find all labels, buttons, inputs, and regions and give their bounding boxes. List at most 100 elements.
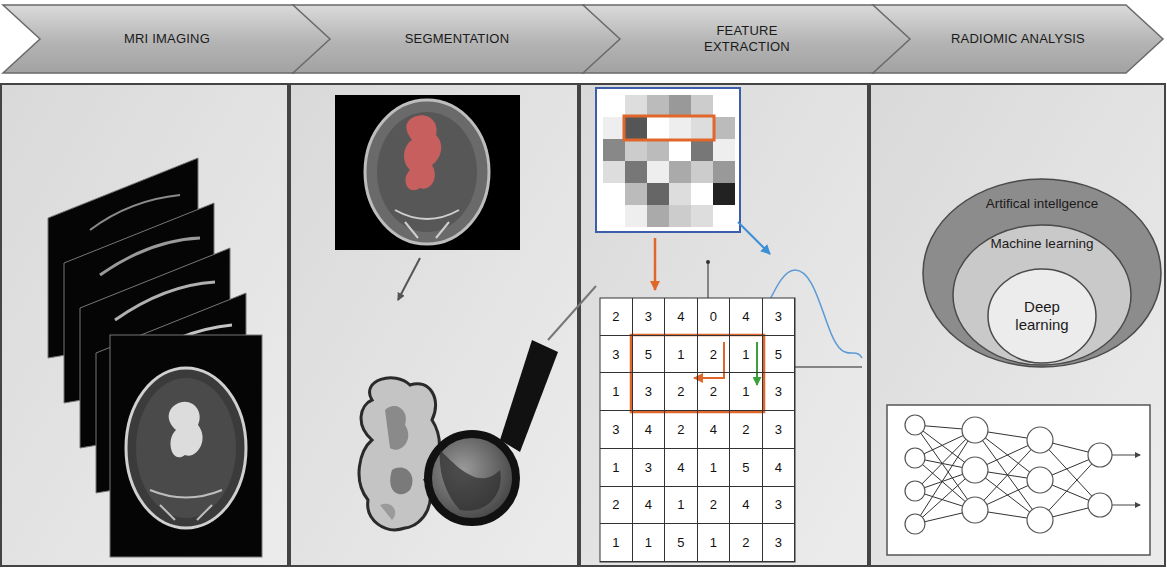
table-cell: 4: [730, 487, 763, 525]
panels: [1, 84, 1165, 566]
table-cell: 3: [763, 373, 796, 411]
cell-value: 3: [775, 384, 782, 399]
cell-value: 2: [710, 497, 717, 512]
cell-value: 2: [677, 384, 684, 399]
table-cell: 4: [730, 298, 763, 336]
cell-value: 3: [775, 422, 782, 437]
neural-network: [887, 405, 1150, 555]
step-title: RADIOMIC ANALYSIS: [951, 31, 1085, 47]
cell-value: 4: [677, 460, 684, 475]
cell-value: 4: [710, 422, 717, 437]
table-cell: 5: [633, 336, 666, 374]
cell-value: 0: [710, 309, 717, 324]
cell-value: 5: [645, 347, 652, 362]
table-cell: 1: [730, 336, 763, 374]
cell-value: 4: [742, 309, 749, 324]
cell-value: 3: [775, 497, 782, 512]
table-cell: 3: [763, 487, 796, 525]
cell-value: 1: [612, 384, 619, 399]
cell-value: 3: [775, 309, 782, 324]
table-cell: 4: [633, 411, 666, 449]
table-cell: 1: [600, 524, 633, 562]
table-cell: 2: [698, 336, 731, 374]
cell-value: 5: [742, 460, 749, 475]
table-cell: 2: [665, 373, 698, 411]
cell-value: 3: [645, 460, 652, 475]
circle-label: Machine learning: [952, 236, 1132, 252]
cell-value: 3: [645, 384, 652, 399]
table-cell: 4: [698, 411, 731, 449]
table-cell: 1: [633, 524, 666, 562]
cell-value: 1: [742, 384, 749, 399]
step-title: SEGMENTATION: [405, 31, 509, 47]
table-cell: 3: [763, 411, 796, 449]
table-cell: 4: [633, 487, 666, 525]
cell-value: 4: [775, 460, 782, 475]
cell-value: 3: [612, 422, 619, 437]
table-cell: 3: [633, 373, 666, 411]
table-cell: 1: [698, 524, 731, 562]
chevron-step: SEGMENTATION: [292, 4, 622, 74]
step-title: FEATURE EXTRACTION: [687, 23, 807, 56]
segmentation-illustration: [335, 95, 596, 530]
table-cell: 3: [600, 336, 633, 374]
cell-value: 1: [645, 535, 652, 550]
cell-value: 2: [710, 384, 717, 399]
cell-value: 4: [742, 497, 749, 512]
table-cell: 3: [763, 524, 796, 562]
cell-value: 4: [645, 497, 652, 512]
venn-circle: Artifical intellgenceMachine learningDee…: [922, 178, 1162, 368]
table-cell: 2: [600, 487, 633, 525]
cell-value: 1: [612, 535, 619, 550]
table-cell: 1: [665, 487, 698, 525]
cell-value: 3: [645, 309, 652, 324]
table-cell: 2: [665, 411, 698, 449]
table-cell: 4: [763, 449, 796, 487]
cell-value: 1: [677, 347, 684, 362]
cell-value: 1: [710, 535, 717, 550]
cell-value: 1: [742, 347, 749, 362]
cell-value: 3: [612, 347, 619, 362]
chevron-step: RADIOMIC ANALYSIS: [872, 4, 1164, 74]
table-cell: 5: [763, 336, 796, 374]
matrix-grid: [600, 298, 795, 562]
cell-value: 2: [710, 347, 717, 362]
cell-value: 2: [742, 535, 749, 550]
table-cell: 4: [665, 449, 698, 487]
cell-value: 2: [612, 497, 619, 512]
cell-value: 3: [775, 535, 782, 550]
chevron-step: FEATURE EXTRACTION: [582, 4, 912, 74]
venn-circle: Machine learningDeep learning: [952, 224, 1132, 366]
cell-value: 1: [677, 497, 684, 512]
circle-label: Artifical intellgence: [922, 196, 1162, 212]
table-cell: 3: [633, 298, 666, 336]
cell-value: 5: [775, 347, 782, 362]
cell-value: 2: [612, 309, 619, 324]
cell-value: 2: [677, 422, 684, 437]
cell-value: 5: [677, 535, 684, 550]
cell-value: 2: [742, 422, 749, 437]
table-cell: 3: [763, 298, 796, 336]
table-cell: 2: [600, 298, 633, 336]
circle-label: Deep learning: [996, 298, 1088, 334]
table-cell: 5: [665, 524, 698, 562]
cell-value: 4: [645, 422, 652, 437]
table-cell: 2: [698, 487, 731, 525]
table-cell: 0: [698, 298, 731, 336]
venn-circle: Deep learning: [987, 268, 1097, 364]
table-cell: 2: [698, 373, 731, 411]
table-cell: 1: [698, 449, 731, 487]
table-cell: 3: [600, 411, 633, 449]
table-cell: 5: [730, 449, 763, 487]
mri-slices: [48, 158, 262, 557]
cell-value: 4: [677, 309, 684, 324]
step-title: MRI IMAGING: [124, 31, 210, 47]
chevron-step: MRI IMAGING: [2, 4, 332, 74]
table-cell: 1: [600, 449, 633, 487]
cell-value: 1: [612, 460, 619, 475]
cell-value: 1: [710, 460, 717, 475]
table-cell: 1: [665, 336, 698, 374]
table-cell: 2: [730, 411, 763, 449]
table-cell: 3: [633, 449, 666, 487]
